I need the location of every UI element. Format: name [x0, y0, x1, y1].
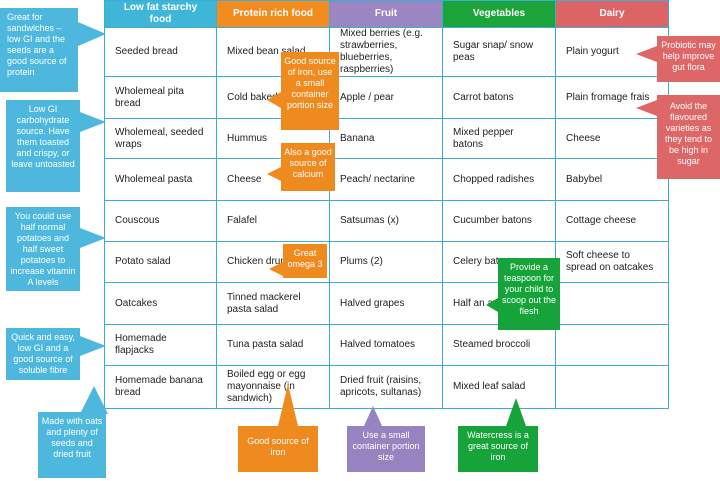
cell-protein: Falafel: [216, 200, 330, 242]
callout-sweet-potato-pointer: [80, 228, 106, 248]
cell-starchy: Seeded bread: [104, 27, 217, 77]
callout-probiotic-pointer: [636, 46, 657, 62]
callout-oats-seeds-pointer: [80, 386, 108, 414]
callout-calcium-pointer: [267, 167, 281, 181]
cell-protein: Boiled egg or egg mayonnaise (in sandwic…: [216, 365, 330, 409]
cell-fruit: Satsumas (x): [329, 200, 443, 242]
cell-vegetables: Carrot batons: [442, 76, 556, 119]
cell-dairy: [555, 365, 669, 409]
callout-iron-portion: Good source of iron, use a small contain…: [281, 52, 339, 130]
header-starchy: Low fat starchy food: [104, 0, 217, 28]
cell-starchy: Couscous: [104, 200, 217, 242]
header-vegetables: Vegetables: [442, 0, 556, 28]
cell-fruit: Peach/ nectarine: [329, 158, 443, 201]
table-row: Oatcakes Tinned mackerel pasta salad Hal…: [104, 282, 669, 325]
callout-sandwiches-pointer: [78, 22, 106, 46]
cell-starchy: Potato salad: [104, 241, 217, 283]
cell-dairy: Babybel: [555, 158, 669, 201]
table-row: Wholemeal, seeded wraps Hummus Banana Mi…: [104, 118, 669, 159]
cell-starchy: Wholemeal, seeded wraps: [104, 118, 217, 159]
header-dairy: Dairy: [555, 0, 669, 28]
callout-small-container: Use a small container portion size: [347, 426, 425, 472]
table-row: Homemade flapjacks Tuna pasta salad Halv…: [104, 324, 669, 366]
header-protein: Protein rich food: [216, 0, 330, 28]
cell-vegetables: Mixed leaf salad: [442, 365, 556, 409]
callout-probiotic: Probiotic may help improve gut flora: [657, 36, 720, 82]
cell-protein: Tuna pasta salad: [216, 324, 330, 366]
cell-fruit: Plums (2): [329, 241, 443, 283]
cell-starchy: Homemade banana bread: [104, 365, 217, 409]
callout-omega3-pointer: [269, 262, 283, 276]
cell-starchy: Homemade flapjacks: [104, 324, 217, 366]
header-row: Low fat starchy food Protein rich food F…: [104, 0, 669, 28]
callout-teaspoon-pointer: [486, 298, 498, 312]
table-row: Wholemeal pasta Cheese Peach/ nectarine …: [104, 158, 669, 201]
callout-quick-easy-pointer: [80, 336, 106, 356]
table-row: Potato salad Chicken drumsticks Plums (2…: [104, 241, 669, 283]
cell-starchy: Wholemeal pasta: [104, 158, 217, 201]
food-table: Low fat starchy food Protein rich food F…: [104, 0, 669, 409]
callout-oats-seeds: Made with oats and plenty of seeds and d…: [38, 412, 106, 478]
callout-quick-easy: Quick and easy, low GI and a good source…: [6, 328, 80, 380]
callout-low-gi-carb: Low GI carbohydrate source. Have them to…: [6, 100, 80, 192]
callout-good-iron-pointer: [278, 384, 298, 426]
cell-protein: Tinned mackerel pasta salad: [216, 282, 330, 325]
cell-fruit: Halved tomatoes: [329, 324, 443, 366]
callout-flavoured: Avoid the flavoured varieties as they te…: [657, 95, 720, 179]
cell-fruit: Banana: [329, 118, 443, 159]
callout-sandwiches: Great for sandwiches – low GI and the se…: [0, 8, 78, 92]
cell-dairy: [555, 324, 669, 366]
cell-fruit: Mixed berries (e.g. strawberries, bluebe…: [329, 27, 443, 77]
cell-fruit: Dried fruit (raisins, apricots, sultanas…: [329, 365, 443, 409]
cell-fruit: Halved grapes: [329, 282, 443, 325]
cell-dairy: Soft cheese to spread on oatcakes: [555, 241, 669, 283]
callout-watercress: Watercress is a great source of iron: [458, 426, 538, 472]
cell-vegetables: Sugar snap/ snow peas: [442, 27, 556, 77]
callout-iron-portion-pointer: [267, 92, 281, 108]
callout-good-iron: Good source of iron: [238, 426, 318, 472]
cell-dairy: Cheese: [555, 118, 669, 159]
callout-calcium: Also a good source of calcium: [281, 143, 335, 191]
callout-sweet-potato: You could use half normal potatoes and h…: [6, 207, 80, 291]
header-fruit: Fruit: [329, 0, 443, 28]
table-row: Couscous Falafel Satsumas (x) Cucumber b…: [104, 200, 669, 242]
callout-small-container-pointer: [364, 406, 382, 426]
cell-fruit: Apple / pear: [329, 76, 443, 119]
table-row: Homemade banana bread Boiled egg or egg …: [104, 365, 669, 409]
table-row: Seeded bread Mixed bean salad Mixed berr…: [104, 27, 669, 77]
callout-low-gi-carb-pointer: [80, 112, 106, 132]
cell-dairy: [555, 282, 669, 325]
cell-vegetables: Cucumber batons: [442, 200, 556, 242]
cell-dairy: Cottage cheese: [555, 200, 669, 242]
callout-teaspoon: Provide a teaspoon for your child to sco…: [498, 258, 560, 330]
callout-watercress-pointer: [506, 398, 526, 426]
callout-omega3: Great omega 3: [283, 244, 327, 278]
cell-vegetables: Mixed pepper batons: [442, 118, 556, 159]
callout-flavoured-pointer: [636, 100, 657, 116]
cell-starchy: Oatcakes: [104, 282, 217, 325]
cell-starchy: Wholemeal pita bread: [104, 76, 217, 119]
cell-vegetables: Chopped radishes: [442, 158, 556, 201]
cell-vegetables: Steamed broccoli: [442, 324, 556, 366]
table-row: Wholemeal pita bread Cold baked beans Ap…: [104, 76, 669, 119]
